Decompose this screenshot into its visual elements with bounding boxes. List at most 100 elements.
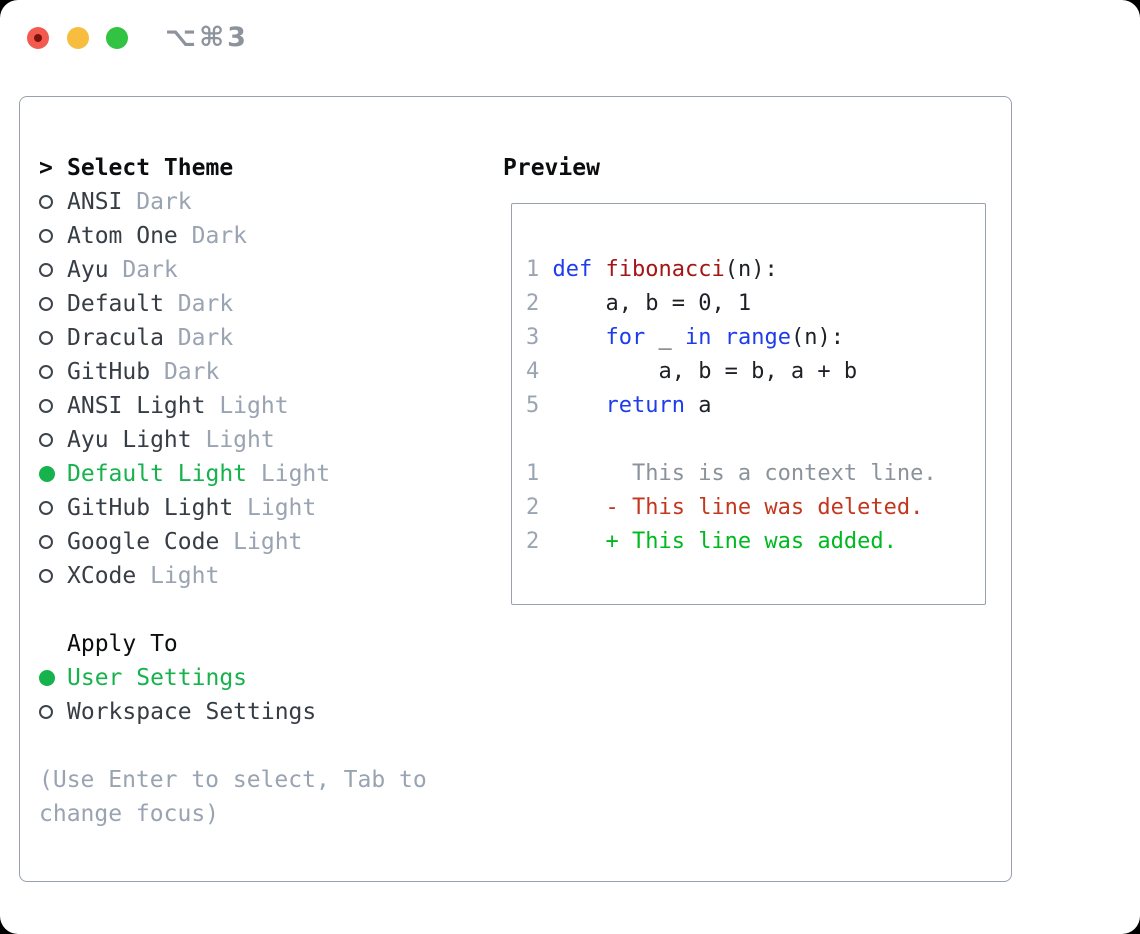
code-line: 2 - This line was deleted. [526, 491, 985, 525]
theme-variant-label: Dark [177, 291, 234, 317]
theme-option-ayu-light[interactable]: Ayu Light Light [39, 423, 481, 457]
theme-option-xcode[interactable]: XCode Light [39, 559, 481, 593]
theme-option-label: ANSI Light Light [67, 393, 289, 419]
theme-variant-label: Light [260, 461, 331, 487]
spacer [39, 729, 481, 763]
theme-option-default[interactable]: Default Dark [39, 287, 481, 321]
theme-option-ansi-light[interactable]: ANSI Light Light [39, 389, 481, 423]
radio-icon [39, 399, 53, 413]
theme-variant-label: Light [150, 563, 220, 589]
radio-icon [39, 297, 53, 311]
radio-icon [39, 365, 53, 379]
code-token-pl: (n): [790, 325, 844, 350]
keyboard-hint: (Use Enter to select, Tab to change focu… [39, 767, 427, 827]
theme-option-label: Atom One Dark [67, 223, 248, 249]
code-token-pl: a, b = b, a + b [552, 359, 858, 384]
code-token-ctx: This is a context line. [552, 461, 937, 486]
apply-to-header: Apply To [67, 631, 178, 657]
code-line: 4 a, b = b, a + b [526, 355, 985, 389]
theme-option-dracula[interactable]: Dracula Dark [39, 321, 481, 355]
theme-option-label: ANSI Dark [67, 189, 192, 215]
theme-option-github[interactable]: GitHub Dark [39, 355, 481, 389]
radio-icon [39, 263, 53, 277]
code-line: 3 for _ in range(n): [526, 321, 985, 355]
minimize-button[interactable] [67, 27, 89, 49]
theme-option-label: Default Light Light [67, 461, 331, 487]
theme-option-github-light[interactable]: GitHub Light Light [39, 491, 481, 525]
theme-list-header: Select Theme [67, 155, 234, 181]
line-number: 1 [526, 461, 553, 486]
theme-option-label: GitHub Dark [67, 359, 220, 385]
line-number: 5 [526, 393, 553, 418]
theme-variant-label: Dark [163, 359, 220, 385]
apply-option-user-settings[interactable]: User Settings [39, 661, 481, 695]
radio-icon [39, 535, 53, 549]
theme-option-atom-one[interactable]: Atom One Dark [39, 219, 481, 253]
code-token-kw: range [724, 325, 791, 350]
code-token-pl: (n): [724, 257, 778, 282]
radio-selected-icon [39, 466, 55, 482]
theme-variant-label: Dark [136, 189, 192, 215]
code-line [526, 423, 985, 457]
preview-header: Preview [503, 155, 600, 181]
radio-icon [39, 331, 53, 345]
code-token-pl: _ [645, 325, 685, 350]
theme-variant-label: Dark [191, 223, 248, 249]
theme-option-label: Ayu Dark [67, 257, 178, 283]
code-token-kw: for [605, 325, 646, 350]
radio-icon [39, 569, 53, 583]
theme-variant-label: Light [219, 393, 289, 419]
code-token-pl: a [684, 393, 712, 418]
theme-option-label: Dracula Dark [67, 325, 234, 351]
apply-option-workspace-settings[interactable]: Workspace Settings [39, 695, 481, 729]
line-number: 3 [526, 325, 553, 350]
code-token-kw: in [684, 325, 712, 350]
theme-list-header-row: > Select Theme [39, 151, 481, 185]
radio-icon [39, 195, 53, 209]
theme-option-google-code[interactable]: Google Code Light [39, 525, 481, 559]
theme-option-label: XCode Light [67, 563, 220, 589]
theme-option-ayu[interactable]: Ayu Dark [39, 253, 481, 287]
code-line: 2 a, b = 0, 1 [526, 287, 985, 321]
code-line: 1 This is a context line. [526, 457, 985, 491]
theme-variant-label: Light [205, 427, 275, 453]
code-token-del: - This line was deleted. [552, 495, 924, 520]
apply-option-label: Workspace Settings [67, 699, 317, 725]
radio-icon [39, 705, 53, 719]
apply-option-label: User Settings [67, 665, 248, 691]
theme-option-ansi[interactable]: ANSI Dark [39, 185, 481, 219]
zoom-button[interactable] [106, 27, 128, 49]
radio-icon [39, 229, 53, 243]
selection-cursor-icon: > [39, 155, 53, 181]
radio-selected-icon [39, 670, 55, 686]
code-line: 2 + This line was added. [526, 525, 985, 559]
code-token-pl: a, b = 0, 1 [552, 291, 752, 316]
code-token-kw: return [605, 393, 685, 418]
theme-option-label: Default Dark [67, 291, 234, 317]
close-button[interactable] [27, 27, 49, 49]
theme-option-label: Google Code Light [67, 529, 303, 555]
line-number [526, 427, 553, 452]
code-line: 5 return a [526, 389, 985, 423]
line-number: 2 [526, 291, 553, 316]
radio-icon [39, 433, 53, 447]
line-number: 1 [526, 257, 553, 282]
code-token-kw: def [552, 257, 593, 282]
code-token-pl [553, 393, 606, 418]
line-number: 2 [526, 529, 553, 554]
theme-option-default-light[interactable]: Default Light Light [39, 457, 481, 491]
code-token-pl [592, 257, 605, 282]
code-token-fn: fibonacci [605, 257, 725, 282]
code-line: 1 def fibonacci(n): [526, 253, 985, 287]
line-number: 4 [526, 359, 553, 384]
apply-to-header-row: Apply To [39, 627, 481, 661]
code-token-pl [711, 325, 724, 350]
theme-variant-label: Dark [177, 325, 234, 351]
titlebar: ⌥⌘3 [0, 0, 1140, 76]
